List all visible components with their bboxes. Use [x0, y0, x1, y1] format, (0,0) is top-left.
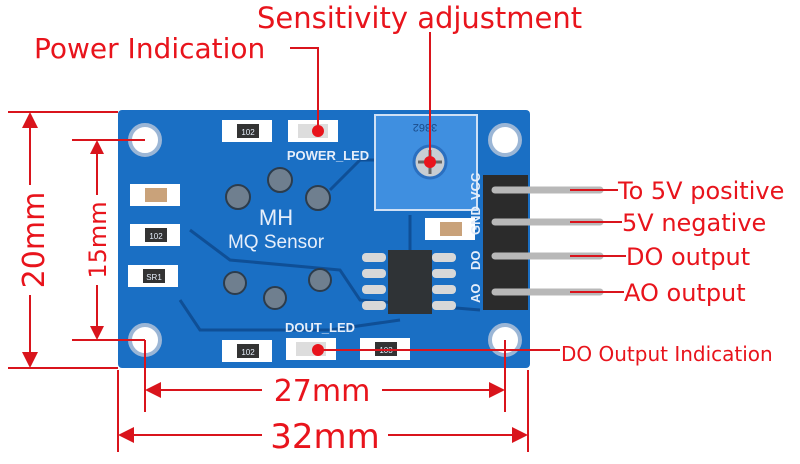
- dim-32mm: 32mm: [270, 417, 380, 457]
- vcc-label: To 5V positive: [617, 177, 784, 205]
- svg-text:102: 102: [241, 128, 255, 137]
- pin-label-vcc: VCC: [468, 172, 483, 200]
- dout-led-label: DOUT_LED: [285, 320, 355, 335]
- pin-label-do: DO: [468, 251, 483, 271]
- sensor-pins: [223, 167, 332, 310]
- svg-text:102: 102: [241, 348, 255, 357]
- pin-header: [483, 175, 528, 310]
- brand-label: MH: [259, 205, 293, 230]
- sensitivity-label: Sensitivity adjustment: [257, 1, 582, 35]
- ao-label: AO output: [624, 279, 746, 307]
- dim-15mm: 15mm: [84, 201, 112, 278]
- marker-dots: [312, 125, 436, 356]
- pin-label-gnd: GND: [468, 206, 483, 235]
- dim-27mm: 27mm: [274, 374, 371, 409]
- mounting-holes: [128, 123, 522, 357]
- do-indication-label: DO Output Indication: [561, 342, 773, 366]
- pin-label-ao: AO: [468, 284, 483, 304]
- power-led-label: POWER_LED: [287, 148, 369, 163]
- dimension-arrows: [22, 112, 528, 443]
- leader-lines: [290, 32, 626, 351]
- svg-text:SR1: SR1: [146, 273, 162, 282]
- svg-text:102: 102: [149, 232, 163, 241]
- board-name: MQ Sensor: [228, 232, 325, 253]
- gnd-label: 5V negative: [622, 209, 766, 237]
- do-label: DO output: [626, 243, 750, 271]
- power-indication-label: Power Indication: [34, 32, 265, 65]
- svg-text:3362: 3362: [413, 121, 437, 133]
- comparator-ic: [362, 250, 456, 314]
- dim-20mm: 20mm: [17, 192, 52, 289]
